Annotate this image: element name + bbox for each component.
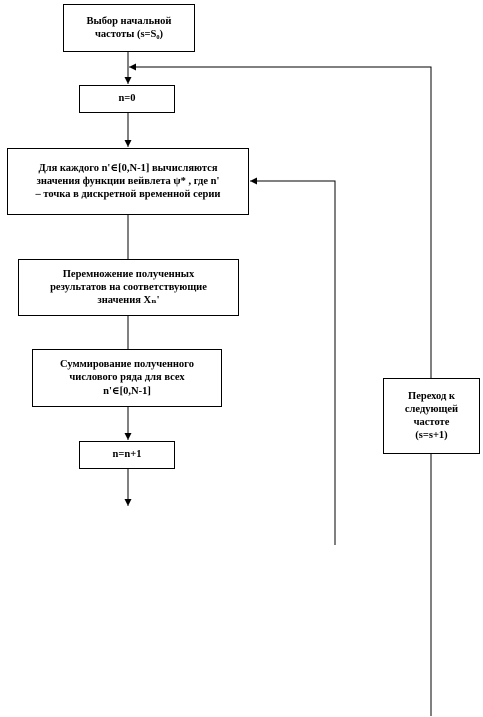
n-zero-block: n=0 bbox=[79, 85, 175, 113]
outer-loop-top bbox=[129, 63, 432, 378]
select-start-frequency-block: Выбор начальной частоты (s=S₀) bbox=[63, 4, 195, 52]
sum-series-block: Суммирование полученного числового ряда … bbox=[32, 349, 222, 407]
n-increment-block: n=n+1 bbox=[79, 441, 175, 469]
multiply-results-block: Перемножение полученных результатов на с… bbox=[18, 259, 239, 316]
loop-back-to-wavelet bbox=[250, 177, 336, 545]
compute-wavelet-block: Для каждого n'∈[0,N-1] вычисляются значе… bbox=[7, 148, 249, 215]
next-frequency-block: Переход к следующей частоте (s=s+1) bbox=[383, 378, 480, 454]
